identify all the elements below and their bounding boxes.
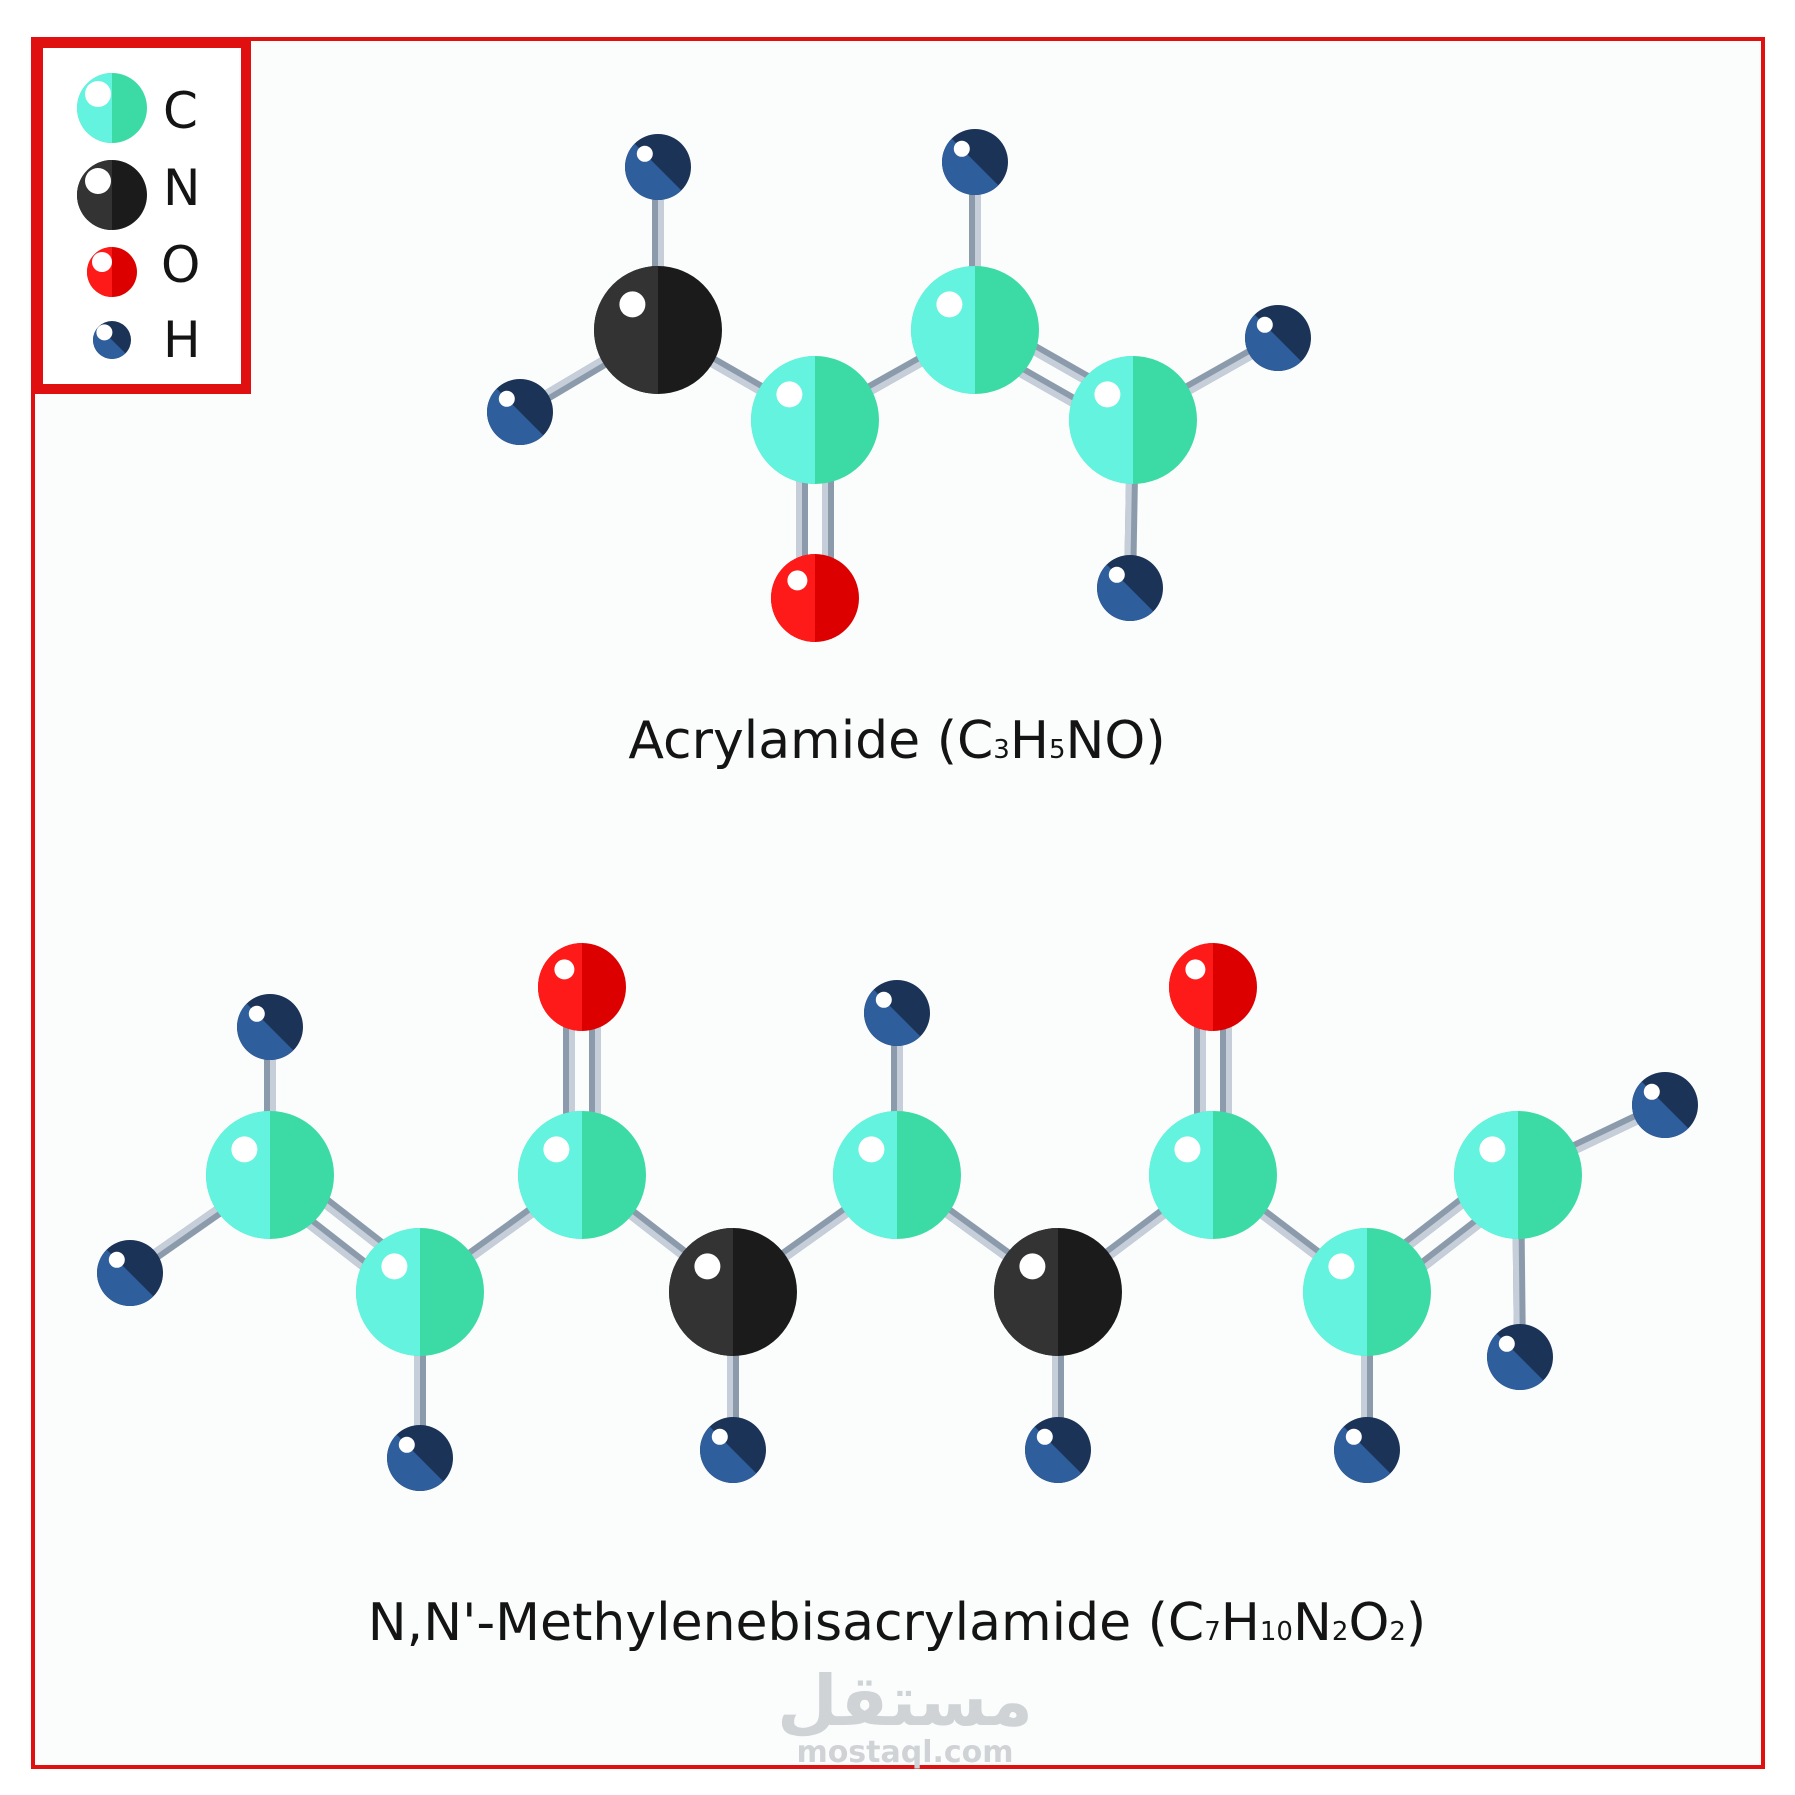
legend-label-hydrogen: H: [163, 311, 201, 369]
legend-nitrogen-atom: [77, 160, 147, 230]
legend: C N O H: [33, 38, 251, 394]
formula-o-count: 2: [1389, 1617, 1406, 1647]
legend-hydrogen-atom: [93, 321, 131, 359]
carbon-atom-8: [1454, 1111, 1582, 1239]
legend-item-nitrogen: N: [77, 159, 200, 230]
oxygen-atom-9: [538, 943, 626, 1031]
hydrogen-atom-17: [1334, 1417, 1400, 1483]
formula-c: C: [957, 711, 993, 771]
formula-c: C: [1168, 1593, 1204, 1653]
carbon-atom-1: [751, 356, 879, 484]
formula-h: H: [1221, 1593, 1260, 1653]
legend-oxygen-atom: [87, 247, 137, 297]
hydrogen-atom-5: [625, 134, 691, 200]
formula-n: N: [1066, 711, 1105, 771]
methylenebisacrylamide-caption: N,N'-Methylenebisacrylamide (C7H10N2O2): [368, 1593, 1426, 1653]
formula-h-count: 10: [1260, 1617, 1293, 1647]
carbon-atom-6: [1149, 1111, 1277, 1239]
formula-h-count: 5: [1049, 735, 1066, 765]
legend-nitrogen-sphere: [77, 160, 147, 230]
formula-n: N: [1293, 1593, 1332, 1653]
caption-name: Acrylamide (: [628, 711, 957, 771]
formula-c-count: 7: [1204, 1617, 1221, 1647]
molecule-methylenebisacrylamide: N,N'-Methylenebisacrylamide (C7H10N2O2): [97, 943, 1698, 1653]
legend-hydrogen-sphere: [93, 321, 131, 359]
legend-item-carbon: C: [77, 73, 198, 143]
hydrogen-atom-19: [1487, 1324, 1553, 1390]
hydrogen-atom-16: [1025, 1417, 1091, 1483]
legend-carbon-atom: [77, 73, 147, 143]
watermark-logo: مستقل: [777, 1660, 1033, 1742]
outer-frame: [31, 37, 1765, 1769]
hydrogen-atom-14: [700, 1417, 766, 1483]
acrylamide-atoms: [486, 129, 1311, 642]
hydrogen-atom-13: [387, 1425, 453, 1491]
carbon-atom-2: [518, 1111, 646, 1239]
legend-label-nitrogen: N: [163, 159, 200, 217]
nitrogen-atom-0: [594, 266, 722, 394]
legend-label-carbon: C: [163, 82, 198, 140]
hydrogen-atom-11: [237, 994, 303, 1060]
carbon-atom-3: [1069, 356, 1197, 484]
acrylamide-caption: Acrylamide (C3H5NO): [628, 711, 1165, 771]
formula-o: O: [1348, 1593, 1389, 1653]
carbon-atom-7: [1303, 1228, 1431, 1356]
hydrogen-atom-8: [1245, 305, 1311, 371]
carbon-atom-2: [911, 266, 1039, 394]
hydrogen-atom-7: [942, 129, 1008, 196]
legend-oxygen-sphere: [87, 247, 137, 297]
carbon-atom-4: [833, 1111, 961, 1239]
caption-close: ): [1406, 1593, 1426, 1653]
carbon-atom-1: [356, 1228, 484, 1356]
legend-label-oxygen: O: [161, 236, 200, 294]
caption-name: N,N'-Methylenebisacrylamide (: [368, 1593, 1168, 1653]
nitrogen-atom-3: [669, 1228, 797, 1356]
legend-item-hydrogen: H: [93, 311, 201, 369]
carbon-atom-0: [206, 1111, 334, 1239]
methylenebisacrylamide-atoms: [97, 943, 1698, 1491]
formula-n-count: 2: [1332, 1617, 1349, 1647]
hydrogen-atom-6: [486, 379, 553, 445]
formula-h: H: [1010, 711, 1049, 771]
legend-carbon-sphere: [77, 73, 147, 143]
caption-close: ): [1145, 711, 1165, 771]
hydrogen-atom-12: [97, 1240, 163, 1306]
formula-o: O: [1104, 711, 1145, 771]
hydrogen-atom-18: [1632, 1072, 1698, 1138]
formula-c-count: 3: [993, 735, 1010, 765]
molecule-acrylamide: Acrylamide (C3H5NO): [486, 129, 1311, 771]
oxygen-atom-10: [1169, 943, 1257, 1031]
legend-item-oxygen: O: [87, 236, 200, 297]
nitrogen-atom-5: [994, 1228, 1122, 1356]
hydrogen-atom-15: [864, 980, 930, 1046]
watermark-url: mostaql.com: [796, 1735, 1013, 1770]
hydrogen-atom-9: [1097, 555, 1163, 621]
oxygen-atom-4: [771, 554, 859, 642]
watermark: مستقل mostaql.com: [777, 1660, 1033, 1770]
